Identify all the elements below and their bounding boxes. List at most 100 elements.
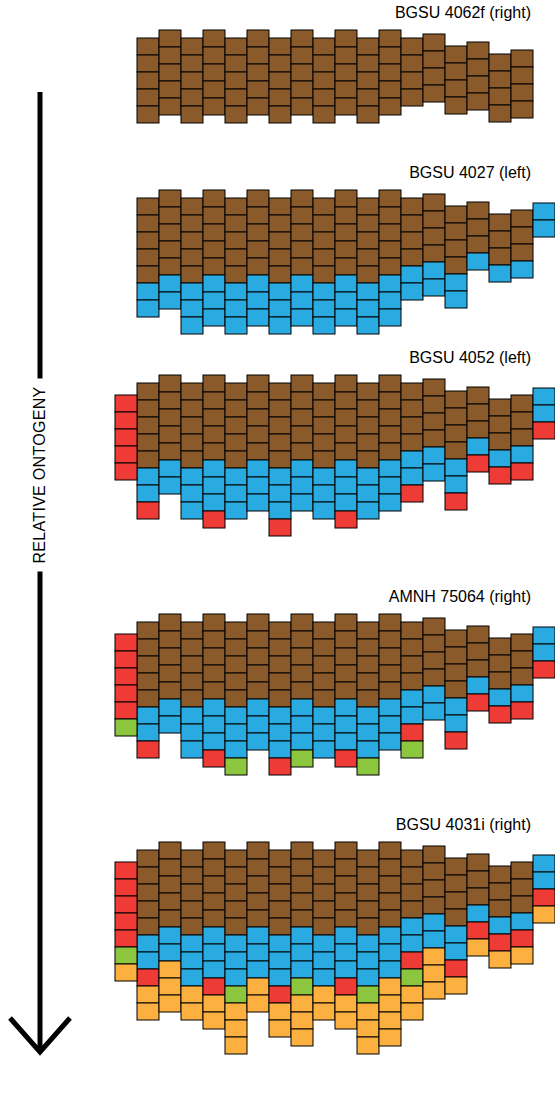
tooth-cell [313,249,335,266]
tooth-cell [335,859,357,876]
tooth-cell [291,292,313,309]
tooth-cell [159,392,181,409]
tooth-cell [269,758,291,775]
tooth-cell [467,871,489,888]
tooth-cell [203,995,225,1012]
tooth-cell [445,459,467,476]
tooth-cell [247,961,269,978]
tooth-cell [203,190,225,207]
tooth-cell [269,622,291,639]
tooth-cell [291,927,313,944]
tooth-cell [247,716,269,733]
tooth-cell [159,460,181,477]
tooth-cell [445,715,467,732]
tooth-cell [225,952,247,969]
tooth-cell [159,477,181,494]
tooth-cell [401,283,423,300]
tooth-cell [533,889,555,906]
tooth-cell [225,758,247,775]
tooth-cell [225,622,247,639]
specimen-label: BGSU 4031i (right) [396,816,531,834]
tooth-cell [445,408,467,425]
tooth-cell [379,98,401,115]
tooth-cell [313,198,335,215]
tooth-cell [291,750,313,767]
tooth-cell [445,664,467,681]
tooth-cell [159,81,181,98]
tooth-cell [533,627,555,644]
tooth-cell [533,388,555,405]
tooth-cell [379,292,401,309]
tooth-cell [379,426,401,443]
tooth-cell [379,733,401,750]
tooth-cell [181,106,203,123]
tooth-cell [203,859,225,876]
tooth-cell [511,668,533,685]
tooth-cell [467,643,489,660]
tooth-cell [291,375,313,392]
tooth-cell [137,485,159,502]
tooth-cell [335,716,357,733]
tooth-cell [423,211,445,228]
tooth-cell [489,655,511,672]
tooth-cell [445,274,467,291]
tooth-cell [423,686,445,703]
tooth-cell [291,1012,313,1029]
tooth-cell [401,38,423,55]
tooth-cell [115,634,137,651]
tooth-cell [137,850,159,867]
tooth-cell [269,383,291,400]
tooth-cell [335,81,357,98]
tooth-cell [445,909,467,926]
tooth-cell [159,648,181,665]
tooth-cell [401,935,423,952]
tooth-cell [467,236,489,253]
tooth-cell [247,733,269,750]
tooth-cell [467,922,489,939]
tooth-cell [181,215,203,232]
tooth-cell [335,733,357,750]
tooth-cell [225,1020,247,1037]
tooth-cell [445,97,467,114]
tooth-cell [467,253,489,270]
tooth-cell [357,485,379,502]
tooth-cell [203,64,225,81]
tooth-cell [159,258,181,275]
tooth-cell [313,884,335,901]
tooth-cell [181,707,203,724]
tooth-cell [357,639,379,656]
tooth-cell [247,30,269,47]
tooth-cell [357,758,379,775]
tooth-cell [357,901,379,918]
tooth-cell [269,673,291,690]
tooth-cell [335,409,357,426]
tooth-cell [115,651,137,668]
tooth-cell [247,98,269,115]
tooth-cell [357,673,379,690]
tooth-cell [401,72,423,89]
tooth-cell [225,89,247,106]
tooth-cell [335,648,357,665]
tooth-cell [203,944,225,961]
tooth-cell [115,719,137,736]
tooth-cell [423,262,445,279]
tooth-cell [247,699,269,716]
tooth-cell [445,291,467,308]
tooth-cell [379,893,401,910]
tooth-cell [467,93,489,110]
tooth-cell [291,426,313,443]
tooth-cell [533,405,555,422]
tooth-cell [335,47,357,64]
tooth-cell [159,614,181,631]
tooth-cell [203,98,225,115]
tooth-cell [247,893,269,910]
tooth-cell [203,1012,225,1029]
tooth-cell [489,248,511,265]
tooth-cell [225,502,247,519]
tooth-cell [313,741,335,758]
tooth-cell [181,741,203,758]
tooth-cell [159,426,181,443]
tooth-cell [159,961,181,978]
tooth-cell [335,978,357,995]
tooth-cell [357,283,379,300]
